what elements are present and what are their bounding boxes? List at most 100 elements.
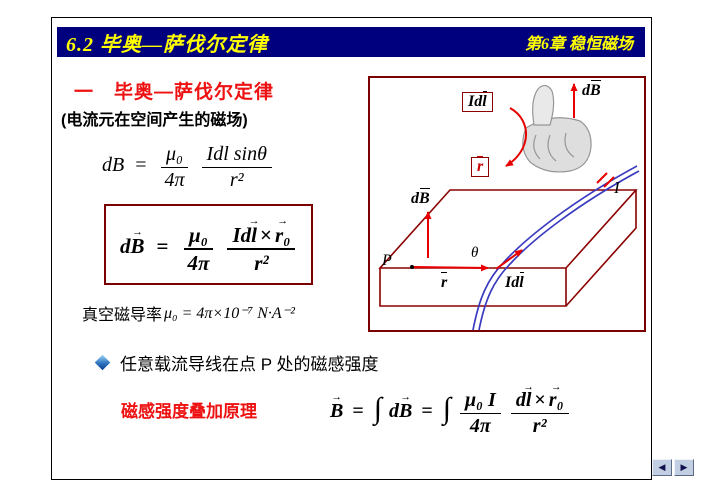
dB-vector: d → B <box>120 227 145 259</box>
vector-B: → B <box>130 227 145 259</box>
d-operator: d <box>582 82 590 99</box>
d-operator: d <box>388 399 399 422</box>
current-I-label: I <box>614 178 620 197</box>
chapter-label: 第6章 稳恒磁场 <box>524 36 633 53</box>
vector-l: → l <box>523 382 533 412</box>
Id-symbol: Id <box>468 93 483 110</box>
forward-arrow-icon: ▶ <box>680 462 688 472</box>
biot-savart-scalar-formula: dB = μ₀ 4π Idl sinθ r² <box>102 138 274 192</box>
f1-denominator: r² <box>229 169 244 191</box>
vector-arrow-accent: → <box>523 381 534 393</box>
dl-cross-r0-over-r2: d → l × → r₀ r² <box>510 382 569 438</box>
nav-back-button[interactable]: ◀ <box>652 459 672 476</box>
d-operator: d <box>515 389 526 411</box>
r0-symbol: r₀ <box>274 223 291 247</box>
integral-sign: ∫ <box>442 392 451 425</box>
vector-arrow-accent: → <box>400 392 411 404</box>
wire-element-tick <box>596 172 608 184</box>
section-heading: 一 毕奥—萨伐尔定律 <box>74 82 275 103</box>
f1-numerator: Idl sinθ <box>201 138 272 168</box>
point-P-label: P <box>382 252 392 269</box>
r-vector-arrow <box>413 264 489 272</box>
Id-symbol: Id <box>232 223 252 247</box>
l-symbol: l <box>251 223 257 247</box>
equals-sign: = <box>135 153 147 176</box>
l-vector: l <box>519 272 525 291</box>
biot-savart-vector-formula-box: d → B = μ₀ 4π Id → l × → r₀ <box>104 204 314 286</box>
curl-direction-arrow <box>505 107 527 167</box>
f4-denominator: r² <box>532 415 547 437</box>
f2-denominator: r² <box>254 251 269 276</box>
Id-symbol: Id <box>505 274 520 291</box>
nav-forward-button[interactable]: ▶ <box>674 459 694 476</box>
f2-numerator: Id → l × → r₀ <box>227 216 296 251</box>
wire-element-tick <box>603 176 615 188</box>
f2-mu0: μ₀ <box>183 218 213 251</box>
idl-sin-over-r2: Idl sinθ r² <box>201 138 272 192</box>
equals-sign: = <box>156 234 169 259</box>
current-wire <box>472 165 640 330</box>
idl-vector-boxed-label: Idl <box>462 91 493 112</box>
f1-mu0: μ₀ <box>161 138 189 168</box>
idl-plane-label: Idl <box>505 272 525 292</box>
biot-savart-diagram: Idl r dB I dB P θ r Idl <box>368 76 646 332</box>
r-vector: r <box>441 272 448 291</box>
vector-B: → B <box>330 392 344 423</box>
permeability-value: μ₀ = 4π×10⁻⁷ N·A⁻² <box>164 305 295 322</box>
vector-l: → l <box>249 216 260 247</box>
d-operator: d <box>411 190 419 207</box>
vector-arrow-accent: → <box>277 215 289 228</box>
vacuum-permeability-line: 真空磁导率 μ₀ = 4π×10⁻⁷ N·A⁻² <box>82 301 295 325</box>
mu0-over-4pi: μ₀ 4π <box>182 218 214 275</box>
f4-mu0I: μ₀ I <box>459 384 501 414</box>
r-plane-label: r <box>441 272 448 292</box>
hand-illustration <box>522 84 592 173</box>
vector-arrow-accent: → <box>550 381 562 393</box>
f4-4pi: 4π <box>469 415 491 437</box>
integral-sign: ∫ <box>373 392 382 425</box>
B-vector: B <box>590 80 601 99</box>
B-symbol: B <box>398 399 413 422</box>
f4-numerator: d → l × → r₀ <box>510 382 569 414</box>
bullet-text: 任意载流导线在点 P 处的磁感强度 <box>120 355 379 374</box>
page-title: 6.2 毕奥—萨伐尔定律 <box>66 33 268 56</box>
cross-sign: × <box>259 223 272 247</box>
f1-4pi: 4π <box>164 169 185 191</box>
r-vector-boxed-label: r <box>471 156 490 177</box>
back-arrow-icon: ◀ <box>658 462 666 472</box>
r-vector: r <box>477 156 484 175</box>
l-vector: l <box>482 91 488 110</box>
mu0I-over-4pi: μ₀ I 4π <box>459 384 501 438</box>
vector-arrow-accent: → <box>331 392 342 404</box>
vector-r0: → r₀ <box>274 216 291 247</box>
B-vector: B <box>419 188 430 207</box>
permeability-label: 真空磁导率 <box>82 307 163 324</box>
f2-4pi: 4π <box>187 251 210 276</box>
superposition-principle-label: 磁感强度叠加原理 <box>121 402 257 421</box>
vector-r0: → r₀ <box>548 382 564 412</box>
cross-product-over-r2: Id → l × → r₀ r² <box>227 216 296 276</box>
equals-sign: = <box>352 399 364 422</box>
cross-sign: × <box>534 389 546 411</box>
equals-sign: = <box>421 399 433 422</box>
header-bar: 6.2 毕奥—萨伐尔定律 第6章 稳恒磁场 <box>57 27 645 57</box>
r0-symbol: r₀ <box>548 389 564 411</box>
thumb <box>532 84 555 126</box>
B-symbol: B <box>330 399 344 422</box>
mu0-over-4pi: μ₀ 4π <box>160 138 190 192</box>
f1-lhs: dB <box>102 153 125 176</box>
dB-plane-label: dB <box>411 188 430 208</box>
red-vector-arrows <box>413 83 615 272</box>
B-symbol: B <box>130 234 145 259</box>
l-symbol: l <box>525 389 532 411</box>
vector-B: → B <box>398 392 413 423</box>
point-P-dot <box>410 265 414 269</box>
vector-arrow-accent: → <box>248 215 260 228</box>
diagram-canvas <box>378 83 640 330</box>
dB-vector: d → B <box>388 392 413 423</box>
superposition-formula: → B = ∫ d → B = ∫ μ₀ I 4π d → l × <box>330 382 571 438</box>
vector-arrow-accent: → <box>132 226 143 239</box>
idl-element-arrow <box>495 249 523 270</box>
slide-border <box>51 17 652 480</box>
section-subtitle: (电流元在空间产生的磁场) <box>61 112 248 129</box>
